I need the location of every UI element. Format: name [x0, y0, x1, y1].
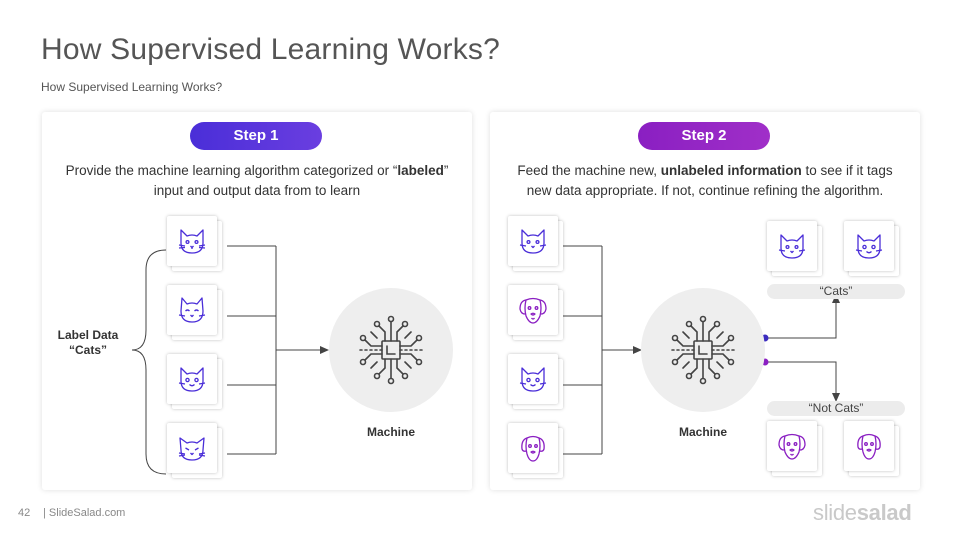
- step1-panel: Step 1 Provide the machine learning algo…: [42, 112, 472, 490]
- step1-pill: Step 1: [190, 122, 322, 150]
- page-number: 42: [18, 507, 31, 519]
- output-tile: [767, 221, 817, 271]
- dog-icon: [778, 433, 806, 460]
- not-cats-tag: “Not Cats”: [767, 401, 905, 416]
- machine-label: Machine: [366, 425, 415, 439]
- input-tile: [508, 423, 558, 473]
- input-tile: [167, 216, 217, 266]
- step1-description: Provide the machine learning algorithm c…: [65, 163, 449, 198]
- machine-label: Machine: [678, 425, 727, 439]
- input-tile: [508, 285, 558, 335]
- ai-chip-icon: [358, 315, 424, 385]
- step2-pill: Step 2: [638, 122, 770, 150]
- footer-site: | SlideSalad.com: [43, 507, 126, 519]
- input-tile: [167, 285, 217, 335]
- brand-logo: slidesalad: [813, 500, 912, 525]
- input-tile: [508, 216, 558, 266]
- input-tile: [167, 423, 217, 473]
- cat-icon: [178, 297, 206, 323]
- machine-circle: [329, 288, 453, 412]
- step2-description: Feed the machine new, unlabeled informat…: [517, 163, 893, 198]
- cat-icon: [519, 367, 547, 392]
- cat-icon: [778, 234, 806, 259]
- output-tile: [844, 221, 894, 271]
- input-tile: [167, 354, 217, 404]
- output-tile: [844, 421, 894, 471]
- input-tile: [508, 354, 558, 404]
- dog-icon: [519, 297, 547, 324]
- slide-subtitle: How Supervised Learning Works?: [41, 80, 223, 94]
- label-data-caption: Label Data“Cats”: [57, 328, 119, 357]
- cat-icon: [519, 229, 547, 254]
- slide-title: How Supervised Learning Works?: [41, 33, 501, 66]
- cats-tag: “Cats”: [767, 284, 905, 299]
- dog-icon: [857, 433, 881, 460]
- step2-panel: Step 2 Feed the machine new, unlabeled i…: [490, 112, 920, 490]
- machine-circle: [641, 288, 765, 412]
- cat-icon: [178, 437, 206, 461]
- output-tile: [767, 421, 817, 471]
- cat-icon: [178, 229, 206, 254]
- ai-chip-icon: [670, 315, 736, 385]
- cat-icon: [855, 234, 883, 259]
- dog-icon: [521, 435, 545, 462]
- step1-connectors: [131, 245, 329, 475]
- cat-icon: [178, 367, 206, 392]
